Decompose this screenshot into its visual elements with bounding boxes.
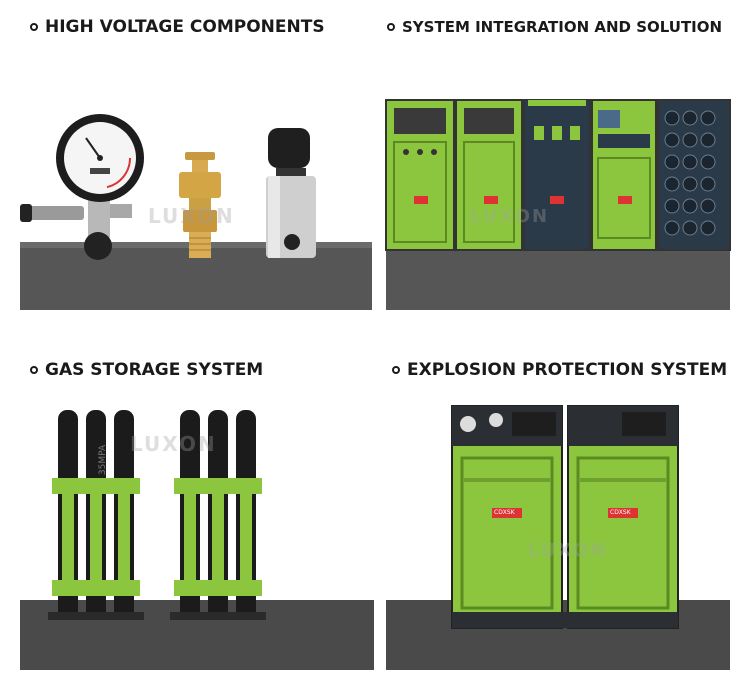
watermark: LUXON — [528, 540, 608, 561]
section-title-system-integration: SYSTEM INTEGRATION AND SOLUTION — [387, 18, 722, 36]
watermark: LUXON — [148, 204, 235, 228]
cabinet-badge-right: CDXSK — [610, 509, 631, 516]
bullet-icon — [387, 23, 395, 31]
bullet-icon — [30, 366, 38, 374]
section-title-text: EXPLOSION PROTECTION SYSTEM — [407, 360, 728, 380]
watermark: LUXON — [130, 432, 217, 456]
section-title-gas-storage: GAS STORAGE SYSTEM — [30, 360, 263, 380]
section-title-text: SYSTEM INTEGRATION AND SOLUTION — [402, 18, 723, 36]
section-title-text: HIGH VOLTAGE COMPONENTS — [45, 17, 325, 37]
pressure-gauge-image — [20, 114, 144, 260]
pressure-regulator-image — [266, 128, 316, 258]
section-title-text: GAS STORAGE SYSTEM — [45, 360, 264, 380]
gas-storage-racks-image — [48, 410, 266, 620]
brass-valve-image — [179, 152, 221, 258]
section-title-high-voltage: HIGH VOLTAGE COMPONENTS — [30, 17, 325, 37]
watermark: LUXON — [470, 206, 550, 227]
tank-marking-label: 35MPA — [98, 444, 109, 476]
explosion-protection-cabinets-image — [451, 405, 679, 629]
cabinet-badge-left: CDXSK — [494, 509, 515, 516]
bullet-icon — [392, 366, 400, 374]
section-title-explosion-protection: EXPLOSION PROTECTION SYSTEM — [392, 360, 727, 380]
bullet-icon — [30, 23, 38, 31]
integration-cabinets-image — [385, 99, 731, 251]
